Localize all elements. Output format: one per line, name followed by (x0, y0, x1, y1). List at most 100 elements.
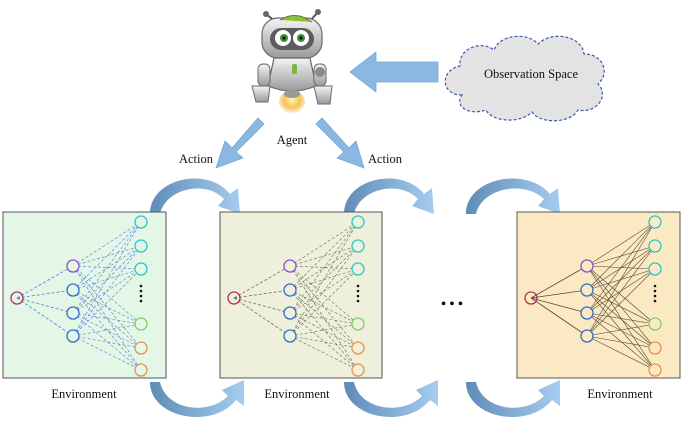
edge (289, 221, 359, 314)
input-node (524, 291, 538, 305)
edge (233, 297, 291, 337)
vertical-ellipsis (356, 284, 360, 303)
environment-label-3: Environment (587, 387, 653, 401)
edge (289, 245, 359, 267)
edge (586, 221, 656, 291)
hidden-node (580, 283, 594, 297)
edge (586, 335, 656, 349)
action-label-right: Action (368, 152, 403, 166)
output-node (648, 317, 662, 331)
edge (289, 265, 359, 349)
edge (233, 265, 291, 299)
edge (289, 335, 359, 349)
output-node (351, 262, 365, 276)
edge (72, 221, 142, 337)
edge (289, 323, 359, 337)
output-node (648, 215, 662, 229)
output-node (648, 262, 662, 276)
edge (586, 312, 656, 349)
hidden-node (66, 283, 80, 297)
edge (289, 221, 359, 291)
edge (586, 268, 656, 337)
hidden-node (283, 329, 297, 343)
action-arrow-left (215, 117, 265, 169)
observation-arrow (349, 51, 439, 93)
edge (586, 221, 656, 337)
edge (530, 297, 588, 314)
edge (72, 245, 142, 337)
robot-agent-icon (251, 9, 333, 114)
hidden-node (66, 259, 80, 273)
edge (72, 289, 142, 371)
edge (289, 289, 359, 371)
output-node (134, 317, 148, 331)
input-node (227, 291, 241, 305)
edge (586, 312, 656, 325)
output-node (134, 262, 148, 276)
environment-label-2: Environment (264, 387, 330, 401)
hidden-node (580, 329, 594, 343)
edge (586, 265, 656, 325)
edge (586, 312, 656, 371)
edge (586, 221, 656, 267)
hidden-node (66, 329, 80, 343)
edge (72, 268, 142, 337)
network-edges (530, 221, 656, 371)
edge (72, 221, 142, 314)
edge (530, 289, 588, 299)
action-arrow-right (315, 117, 365, 169)
vertical-ellipsis (653, 284, 657, 303)
edge (16, 289, 74, 299)
edge (72, 312, 142, 349)
edge (233, 289, 291, 299)
output-node (648, 341, 662, 355)
edge (586, 289, 656, 349)
edge (530, 265, 588, 299)
environment-panel-2 (219, 211, 383, 379)
transition-arrow-top-3 (466, 178, 560, 214)
ellipsis: • • • (441, 297, 463, 312)
environment-label-1: Environment (51, 387, 117, 401)
transition-arrow-bottom-3 (466, 380, 560, 418)
output-node (134, 215, 148, 229)
hidden-node (66, 306, 80, 320)
edge (72, 265, 142, 371)
transition-arrow-top-2 (344, 178, 434, 214)
output-node (134, 239, 148, 253)
edge (289, 312, 359, 325)
hidden-node (580, 306, 594, 320)
transition-arrows (150, 178, 560, 418)
edge (289, 335, 359, 371)
hidden-node (283, 306, 297, 320)
edge (72, 245, 142, 267)
edge (72, 335, 142, 349)
observation-space-label: Observation Space (484, 67, 579, 81)
network-edges (233, 221, 359, 371)
input-node (10, 291, 24, 305)
edge (586, 245, 656, 337)
edge (289, 221, 359, 337)
edge (72, 289, 142, 325)
transition-arrow-bottom-1 (150, 380, 244, 418)
edge (586, 289, 656, 325)
vertical-ellipsis (139, 284, 143, 303)
edge (586, 265, 656, 371)
output-node (134, 341, 148, 355)
edge (289, 245, 359, 337)
agent-label: Agent (277, 133, 308, 147)
environment-panel-3 (516, 211, 681, 379)
edge (586, 335, 656, 371)
edge (72, 323, 142, 337)
edge (72, 265, 142, 349)
edge (72, 335, 142, 371)
edge (586, 323, 656, 337)
edge (16, 265, 74, 299)
edge (72, 221, 142, 291)
cloud-icon (444, 35, 605, 122)
edge (72, 265, 142, 270)
edge (586, 221, 656, 314)
edge (289, 221, 359, 267)
output-node (351, 215, 365, 229)
transition-arrow-top-1 (150, 178, 240, 214)
